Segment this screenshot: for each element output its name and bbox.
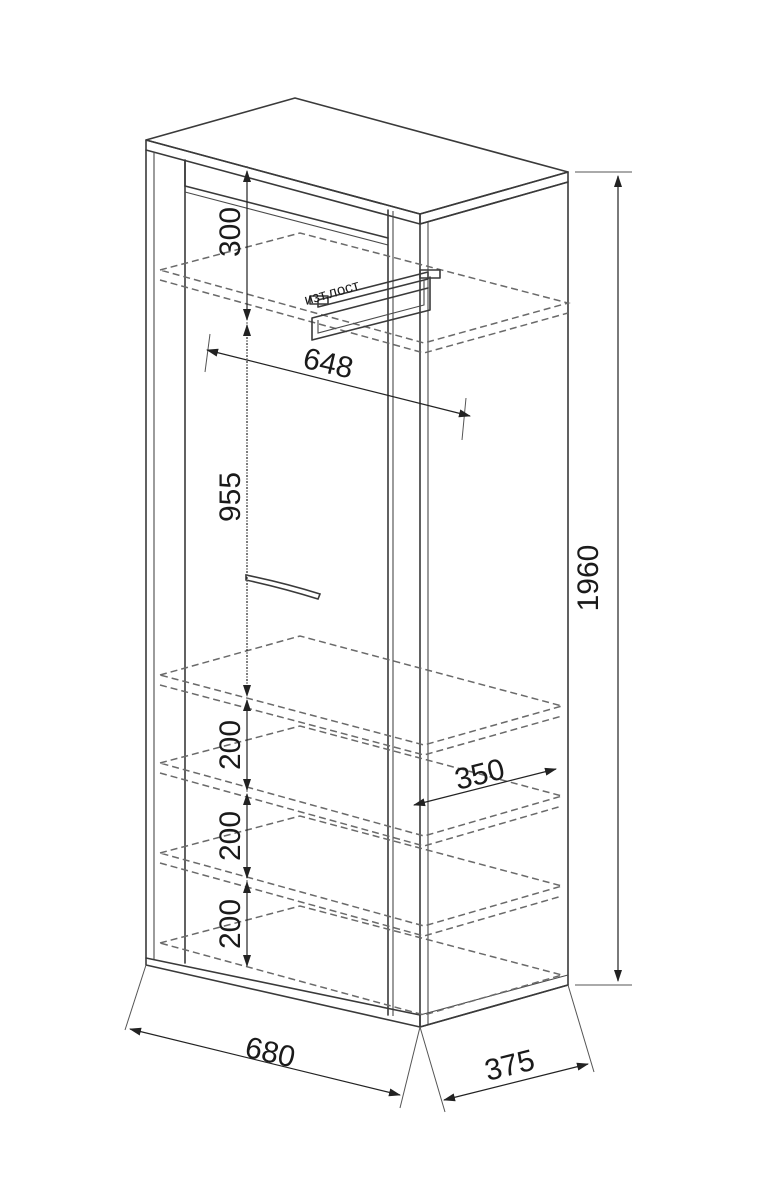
- dim-shelf-depth-label: 350: [451, 753, 508, 797]
- dim-hanging-space-label: 955: [214, 472, 247, 522]
- dim-shelf-depth: 350: [413, 753, 557, 807]
- top-panel-side-edge: [419, 171, 569, 225]
- dim-shelf-gap-3-label: 200: [214, 899, 247, 949]
- dim-width: 680: [124, 964, 421, 1109]
- dim-shelf-gap-2-label: 200: [214, 811, 247, 861]
- dim-inner-width: 648: [204, 333, 471, 441]
- dim-width-label: 680: [242, 1031, 298, 1074]
- dim-depth-label: 375: [481, 1044, 538, 1088]
- dim-total-height: 1960: [572, 171, 632, 986]
- dim-shelf-gap-1-label: 200: [214, 720, 247, 770]
- dim-total-height-label: 1960: [572, 545, 605, 612]
- dim-top-compartment-label: 300: [214, 207, 247, 257]
- cabinet-body: [145, 97, 569, 1028]
- shelves: [157, 232, 571, 1016]
- shelf-bottom: [157, 905, 565, 1016]
- plinth: [145, 957, 421, 1028]
- dim-vertical-chain: 300 955 200 200 200: [214, 166, 251, 967]
- dim-depth: 375: [419, 984, 595, 1113]
- dim-inner-width-label: 648: [300, 342, 356, 385]
- door-handle: [245, 574, 322, 600]
